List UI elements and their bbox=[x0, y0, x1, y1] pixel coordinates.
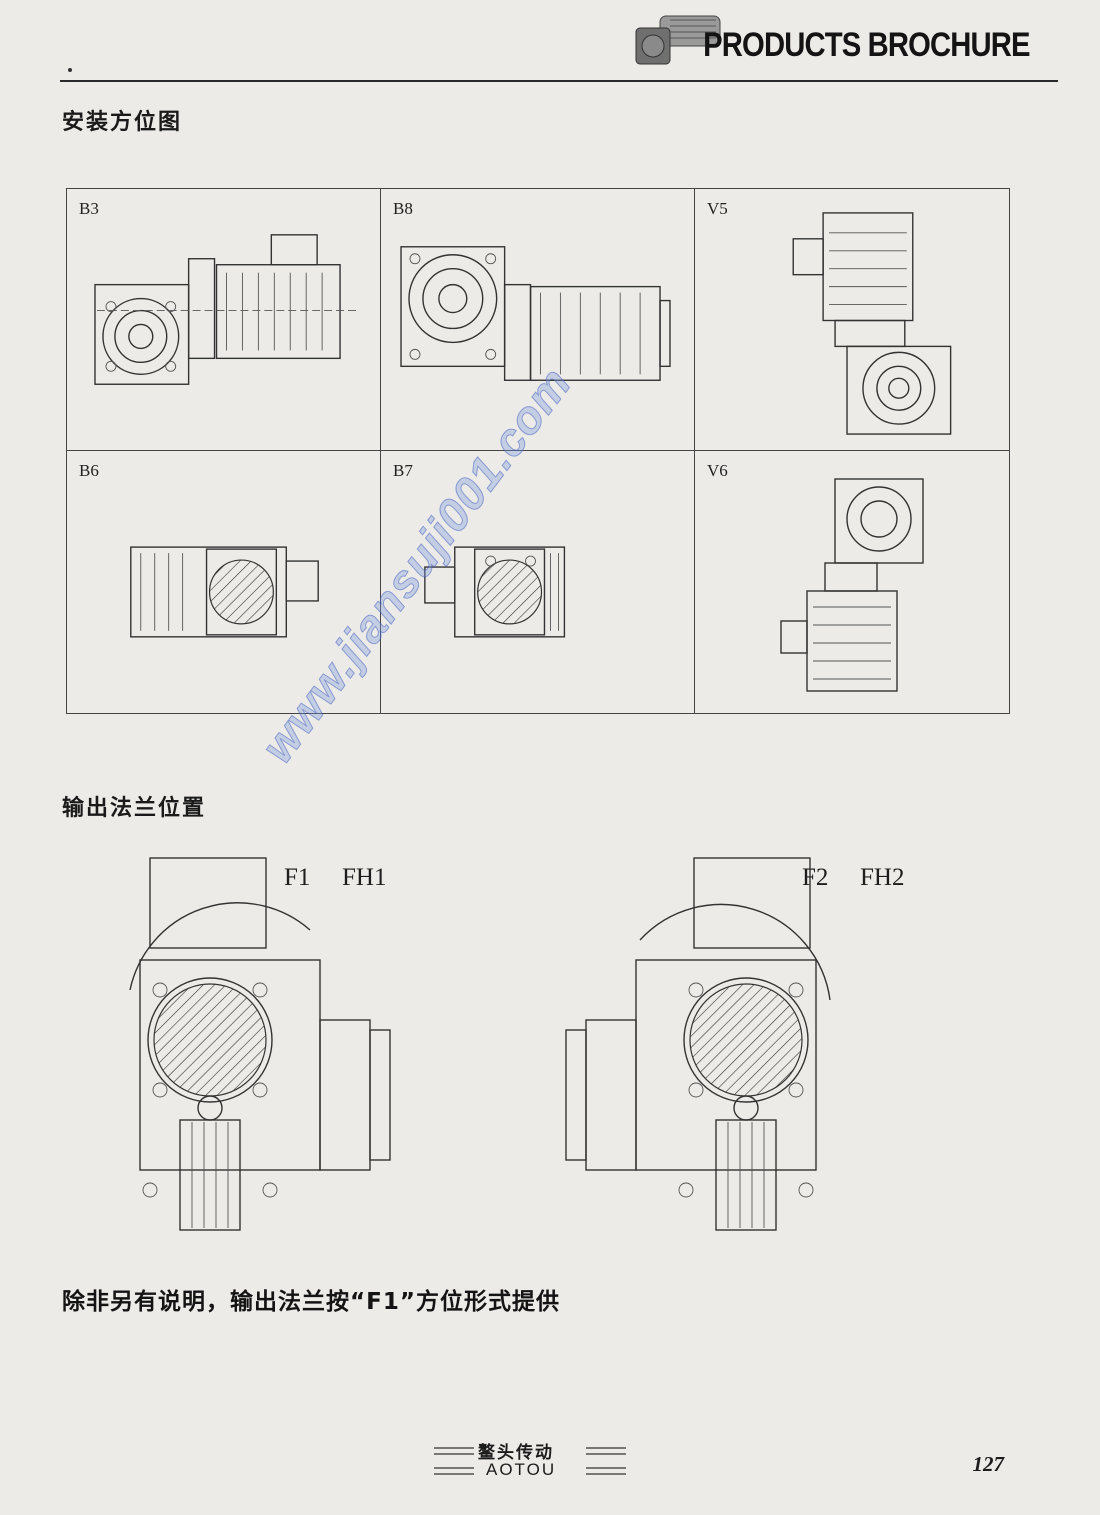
mount-label: B3 bbox=[79, 199, 99, 218]
brochure-title: PRODUCTS BROCHURE bbox=[703, 26, 1030, 64]
footer-brand-cn: 鳌头传动 bbox=[478, 1443, 554, 1463]
v6-gearmotor-drawing bbox=[780, 478, 924, 692]
footer-decoration bbox=[434, 1447, 626, 1475]
flange-f2-drawing bbox=[565, 857, 831, 1231]
mount-label: B8 bbox=[393, 199, 413, 218]
mount-label: B6 bbox=[79, 461, 99, 480]
mount-label: V6 bbox=[707, 461, 728, 480]
mount-cell-v5: V5 bbox=[695, 189, 1009, 451]
flange-label-fh2: FH2 bbox=[860, 864, 905, 891]
mount-cell-b8: B8 bbox=[381, 189, 695, 451]
b8-gearmotor-drawing bbox=[400, 246, 671, 381]
flange-f1-drawing bbox=[129, 857, 391, 1231]
margin-dot bbox=[68, 68, 72, 72]
mounting-position-grid: B3 B8 bbox=[66, 188, 1010, 714]
b7-gearmotor-drawing bbox=[424, 546, 566, 638]
v5-gearmotor-drawing bbox=[792, 212, 952, 435]
b3-gearmotor-drawing bbox=[94, 234, 356, 385]
footer-brand-en: AOTOU bbox=[486, 1460, 557, 1479]
mount-label: V5 bbox=[707, 199, 728, 218]
flange-label-fh1: FH1 bbox=[342, 864, 387, 891]
gear-motor-icon bbox=[635, 15, 721, 65]
flange-label-f1: F1 bbox=[284, 864, 311, 891]
flange-label-f2: F2 bbox=[802, 864, 829, 891]
mount-cell-b6: B6 bbox=[67, 451, 381, 713]
b6-gearmotor-drawing bbox=[130, 546, 319, 638]
mount-cell-b3: B3 bbox=[67, 189, 381, 451]
flange-section-title: 输出法兰位置 bbox=[62, 796, 207, 821]
mount-label: B7 bbox=[393, 461, 413, 480]
mounting-section-title: 安装方位图 bbox=[62, 110, 183, 135]
flange-default-note: 除非另有说明，输出法兰按“F1”方位形式提供 bbox=[62, 1289, 560, 1315]
mount-cell-v6: V6 bbox=[695, 451, 1009, 713]
mount-cell-b7: B7 bbox=[381, 451, 695, 713]
page-number: 127 bbox=[972, 1452, 1005, 1476]
header-rule bbox=[60, 80, 1058, 82]
